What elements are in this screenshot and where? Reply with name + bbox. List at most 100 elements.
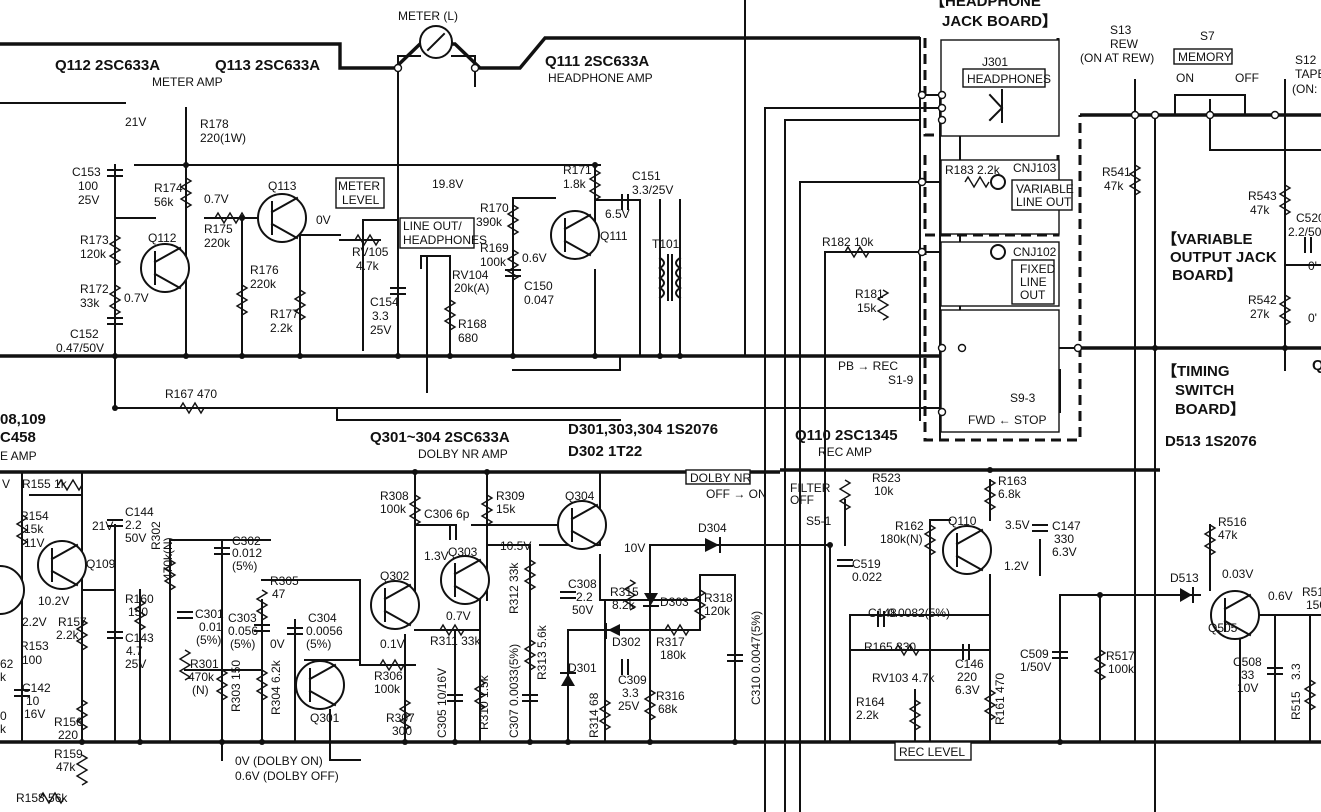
pb-rec-label: PB → REC [838, 359, 898, 373]
label-r155: R155 1k [22, 477, 68, 491]
label-c142: C142 [22, 681, 51, 695]
s7-off: OFF [1235, 71, 1259, 85]
label-r178v: 220(1W) [200, 131, 246, 145]
label-r168: R168 [458, 317, 487, 331]
label-c508v2: 10V [1237, 681, 1258, 695]
dolby-off-label: 0.6V (DOLBY OFF) [235, 769, 339, 783]
resistors [15, 164, 1317, 805]
label-v06b: 0.6V [1268, 589, 1293, 603]
label-c144: C144 [125, 505, 154, 519]
q112-title: Q112 2SC633A [55, 57, 160, 74]
meter-level-1: METER [338, 179, 380, 193]
label-r153v: 100 [22, 653, 42, 667]
label-v-edge: V [2, 477, 10, 491]
label-r176: R176 [250, 263, 279, 277]
j301-label: J301 [982, 55, 1008, 69]
label-c153v2: 25V [78, 193, 99, 207]
label-c147: C147 [1052, 519, 1081, 533]
meter-label: METER (L) [398, 9, 458, 23]
q110-title: Q110 2SC1345 [795, 427, 898, 444]
dolby-nr-label: DOLBY NR [690, 471, 751, 485]
label-r303: R303 150 [229, 660, 243, 712]
label-r178: R178 [200, 117, 229, 131]
label-r541: R541 [1102, 165, 1131, 179]
label-r164: R164 [856, 695, 885, 709]
label-v0b: 0' [1308, 259, 1317, 273]
label-c153v1: 100 [78, 179, 98, 193]
filter-off-label: OFF [790, 493, 814, 507]
memory-label: MEMORY [1178, 50, 1232, 64]
label-t101: T101 [652, 237, 680, 251]
label-c302: C302 [232, 534, 261, 548]
label-c308v1: 2.2 [576, 590, 593, 604]
label-r315: R315 [610, 585, 639, 599]
label-r183: R183 2.2k [945, 163, 1001, 177]
s13-label: S13 [1110, 23, 1132, 37]
label-c307: C307 0.0033(5%) [507, 644, 521, 738]
label-r177v: 2.2k [270, 321, 294, 335]
label-c146v2: 6.3V [955, 683, 980, 697]
label-c154v2: 25V [370, 323, 391, 337]
board-timing-1: 【TIMING [1162, 362, 1230, 380]
label-c304v2: (5%) [306, 637, 331, 651]
label-r543v: 47k [1250, 203, 1270, 217]
label-c152: C152 [70, 327, 99, 341]
label-c142v2: 16V [24, 707, 45, 721]
label-c142v1: 10 [26, 694, 40, 708]
label-c153: C153 [72, 165, 101, 179]
label-r515: R515 [1289, 691, 1303, 720]
label-r175v: 220k [204, 236, 231, 250]
off-on-label: OFF → ON [706, 487, 767, 501]
label-q505: Q505 [1208, 621, 1238, 635]
board-timing-3: BOARD】 [1175, 400, 1245, 418]
filter-label: FILTER [790, 481, 831, 495]
boxes [335, 39, 1233, 761]
transistors [0, 193, 1260, 710]
label-c302v2: (5%) [232, 559, 257, 573]
label-v35: 3.5V [1005, 518, 1030, 532]
label-r62: 62 [0, 657, 14, 671]
label-c301: C301 [195, 607, 224, 621]
label-r171: R171 [563, 163, 592, 177]
label-r171v: 1.8k [563, 177, 587, 191]
label-r301: R301 [190, 657, 219, 671]
d302-title: D302 1T22 [568, 443, 642, 460]
label-v0: 0V [316, 213, 331, 227]
label-c308: C308 [568, 577, 597, 591]
label-rv103: RV103 4.7k [872, 671, 935, 685]
label-r163: R163 [998, 474, 1027, 488]
label-v22: 2.2V [22, 615, 47, 629]
label-r309v: 15k [496, 502, 516, 516]
label-c309v1: 3.3 [622, 686, 639, 700]
label-c146v1: 220 [957, 670, 977, 684]
label-r306v: 100k [374, 682, 401, 696]
label-r517v: 100k [1108, 662, 1135, 676]
label-c150: C150 [524, 279, 553, 293]
label-r543: R543 [1248, 189, 1277, 203]
label-r313: R313 5.6k [535, 624, 549, 680]
label-c519: C519 [852, 557, 881, 571]
e-amp-label: E AMP [0, 449, 37, 463]
label-c509v: 1/50V [1020, 660, 1051, 674]
label-r516: R516 [1218, 515, 1247, 529]
s7-label: S7 [1200, 29, 1215, 43]
label-r157v: 2.2k [56, 628, 80, 642]
label-v0c: 0' [1308, 311, 1317, 325]
label-r153: R153 [20, 639, 49, 653]
label-r308: R308 [380, 489, 409, 503]
c458-title: C458 [0, 429, 36, 446]
board-variable-3: BOARD】 [1172, 266, 1242, 284]
q113-title: Q113 2SC633A [215, 57, 320, 74]
label-v12: 1.2V [1004, 559, 1029, 573]
label-r156v: 220 [58, 728, 78, 742]
label-r317v: 180k [660, 648, 687, 662]
meter-symbol [397, 25, 476, 69]
label-c520v: 2.2/50 [1288, 225, 1321, 239]
label-r51x: R51 [1302, 585, 1321, 599]
label-r308v: 100k [380, 502, 407, 516]
label-v198: 19.8V [432, 177, 463, 191]
label-c147v2: 6.3V [1052, 545, 1077, 559]
jacks [988, 89, 1006, 260]
label-r51xv: 150 [1306, 598, 1321, 612]
